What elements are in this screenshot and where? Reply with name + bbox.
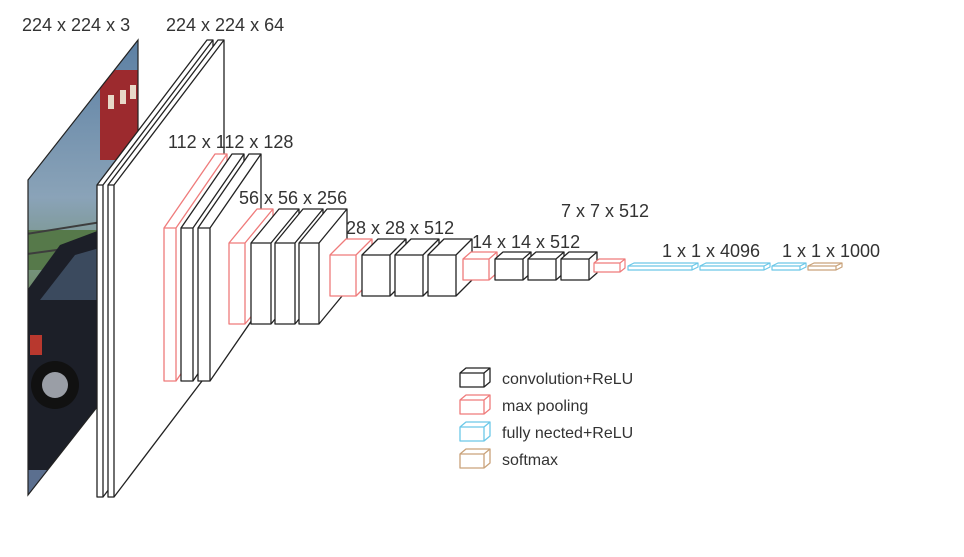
dim-label-softmax: 1 x 1 x 1000: [782, 241, 880, 261]
conv-5-1: [494, 251, 532, 281]
legend-pool-label: max pooling: [502, 398, 588, 415]
legend: convolution+ReLU max pooling fully necte…: [459, 367, 633, 469]
legend-softmax-icon: [459, 448, 491, 469]
legend-conv-icon: [459, 367, 491, 388]
pool-4: [462, 251, 498, 281]
conv-5-2: [527, 251, 565, 281]
fc-1: [627, 262, 699, 271]
dim-label-pool5: 7 x 7 x 512: [561, 201, 649, 221]
legend-pool-icon: [459, 394, 491, 415]
layer-shapes: [96, 39, 843, 498]
dim-label-block4: 28 x 28 x 512: [346, 218, 454, 238]
conv-4-3: [427, 238, 473, 297]
dim-label-block3: 56 x 56 x 256: [239, 188, 347, 208]
softmax-layer: [807, 262, 843, 271]
dim-label-block1: 224 x 224 x 64: [166, 15, 284, 35]
fc-2: [699, 262, 771, 271]
dim-label-block2: 112 x 112 x 128: [168, 132, 293, 152]
dim-label-fc: 1 x 1 x 4096: [662, 241, 760, 261]
pool-5: [593, 258, 626, 273]
conv-5-3: [560, 251, 598, 281]
dim-label-block5: 14 x 14 x 512: [472, 232, 580, 252]
legend-fc-label: fully nected+ReLU: [502, 425, 633, 442]
legend-softmax-label: softmax: [502, 452, 558, 469]
legend-icons: [459, 367, 491, 469]
legend-fc-icon: [459, 421, 491, 442]
fc-3: [771, 262, 807, 271]
legend-conv-label: convolution+ReLU: [502, 371, 633, 388]
dim-label-input: 224 x 224 x 3: [22, 15, 130, 35]
